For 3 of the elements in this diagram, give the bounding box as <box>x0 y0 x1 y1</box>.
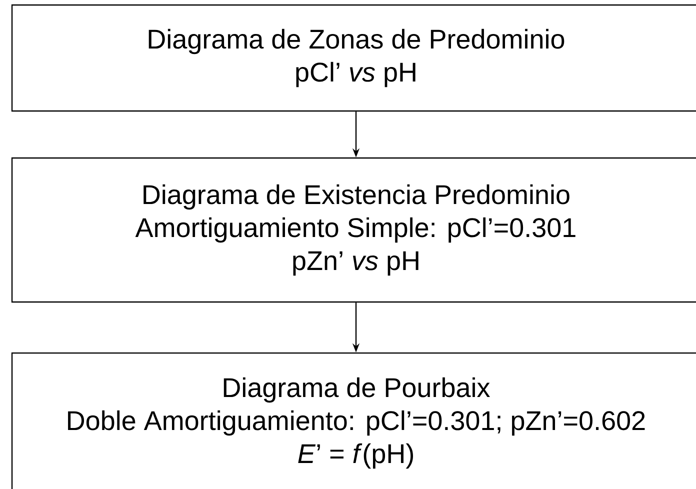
flow-box: Diagrama de Zonas de Predominio pCl’ vs pH <box>11 4 696 112</box>
flow-box: Diagrama de Pourbaix Doble Amortiguamiento: pCl’=0.301; pZn’=0.602 E’ = f(pH) <box>11 352 696 489</box>
flow-box: Diagrama de Existencia Predominio Amortiguamiento Simple: pCl’=0.301 pZn’ vs pH <box>11 157 696 303</box>
